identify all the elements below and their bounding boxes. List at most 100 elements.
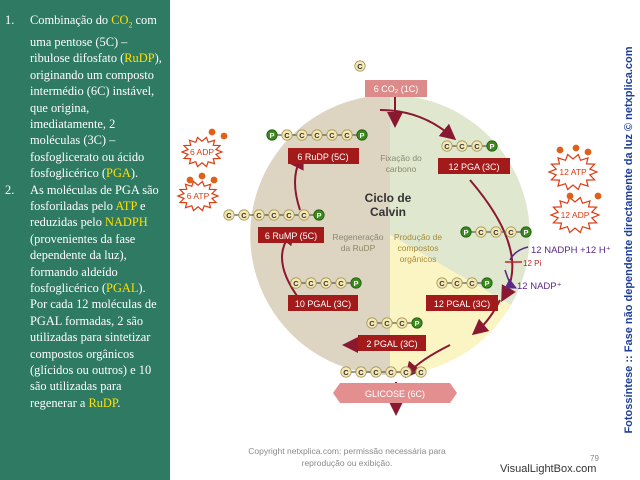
svg-text:C: C [286,211,292,220]
svg-text:P: P [463,228,468,237]
item-number: 2. [5,182,15,197]
co2-box: 6 CO₂ (1C) [365,80,427,97]
pga-molecule-atom: C [456,140,468,152]
rump-molecule-atom: C [223,209,235,221]
svg-text:C: C [418,368,424,377]
svg-text:C: C [241,211,247,220]
arrow-to-pgal12 [471,299,501,336]
rump-box: 6 RuMP (5C) [258,227,324,243]
fixation-label-2: carbono [386,164,417,174]
calvin-cycle-diagram: Fixação do carbono Produção de compostos… [170,0,620,480]
glucose-box: GLICOSE (6C) [333,383,457,403]
svg-text:P: P [353,279,358,288]
glucose-molecule-atom: C [340,366,352,378]
bpga-molecule-atom: C [490,226,502,238]
rump-molecule-atom: C [268,209,280,221]
svg-text:C: C [478,228,484,237]
nadph-label: 12 NADPH +12 H⁺ [531,245,611,256]
rudp-molecule-atom: P [266,129,278,141]
svg-text:P: P [489,142,494,151]
pgal12-molecule-atom: P [481,277,493,289]
phosphate-dot [566,192,574,200]
pgal10-molecule-atom: P [350,277,362,289]
rudp-molecule-atom: C [281,129,293,141]
glucose-molecule-atom: C [415,366,427,378]
phosphate-dot [198,172,206,180]
phosphate-dot [594,192,602,200]
svg-text:C: C [308,279,314,288]
phosphate-dot [208,128,216,136]
svg-text:C: C [357,62,363,71]
pgal10-box: 10 PGAL (3C) [288,295,358,311]
rump-molecule-atom: C [253,209,265,221]
item2-text-5: . [117,395,121,410]
pgal2-box: 2 PGAL (3C) [358,335,426,351]
svg-text:C: C [284,131,290,140]
nadph-highlight: NADPH [105,215,148,230]
pga-highlight: PGA [106,166,131,181]
pga-molecule-atom: C [471,140,483,152]
svg-text:C: C [459,142,465,151]
pgal12-molecule-atom: C [451,277,463,289]
svg-text:P: P [523,228,528,237]
cycle-title-1: Ciclo de [365,191,412,205]
arrow-nadp-out [504,269,518,289]
svg-text:C: C [256,211,262,220]
svg-text:P: P [316,211,321,220]
watermark: VisualLightBox.com [500,463,597,475]
page-number: 79 [590,454,599,463]
phosphate-dot [584,148,592,156]
svg-text:C: C [388,368,394,377]
arrow-pgal-branch [404,344,451,379]
fixation-label-1: Fixação do [380,153,422,163]
phosphate-dot [572,144,580,152]
rudp-molecule-atom: C [341,129,353,141]
item2-text-2: e reduzidas pelo [30,198,146,230]
svg-text:P: P [414,319,419,328]
arrow-rudp-to-pga [379,109,457,141]
svg-text:C: C [271,211,277,220]
item1-text-2: com uma pentose (5C) – ribulose difosfat… [30,13,157,66]
pgal12-box: 12 PGAL (3C) [426,295,498,311]
co2-text: CO [111,13,129,27]
glucose-molecule-atom: C [400,366,412,378]
svg-text:C: C [329,131,335,140]
svg-text:C: C [369,319,375,328]
copyright-notice: Copyright netxplica.com: permissão neces… [248,446,446,468]
item1-text-1: Combinação do [30,13,112,27]
phosphate-dot [220,132,228,140]
pgal10-molecule-atom: C [290,277,302,289]
pgal-highlight: PGAL [106,280,139,295]
rudp-molecule-atom: P [356,129,368,141]
co2-highlight: CO2 [111,13,132,29]
explanation-item-2: 2.As moléculas de PGA são fosforiladas p… [5,182,164,412]
pga-box: 12 PGA (3C) [438,158,510,174]
atp12-burst: 12 ATP [547,153,599,191]
explanation-item-1: 1.Combinação do CO2 com uma pentose (5C)… [5,12,164,182]
svg-text:C: C [493,228,499,237]
side-caption-text: Fotossíntese :: Fase não dependente dire… [623,46,635,434]
rump-label: 6 RuMP (5C) [265,231,317,241]
calvin-cycle-svg: Fixação do carbono Produção de compostos… [176,60,611,416]
svg-text:C: C [343,368,349,377]
pi-label: 12 Pi [523,259,541,268]
svg-text:12 ATP: 12 ATP [559,167,587,177]
bpga-molecule-atom: C [475,226,487,238]
svg-text:12 ADP: 12 ADP [561,210,590,220]
bpga-molecule-atom: P [460,226,472,238]
pga-molecule-atom: P [486,140,498,152]
rudp-molecule-atom: C [326,129,338,141]
production-label-2: compostos [397,243,438,253]
svg-text:C: C [454,279,460,288]
pgal12-molecule-atom: C [466,277,478,289]
production-label-1: Produção de [394,232,442,242]
pga-label: 12 PGA (3C) [448,162,499,172]
pgal2-molecule-atom: C [366,317,378,329]
